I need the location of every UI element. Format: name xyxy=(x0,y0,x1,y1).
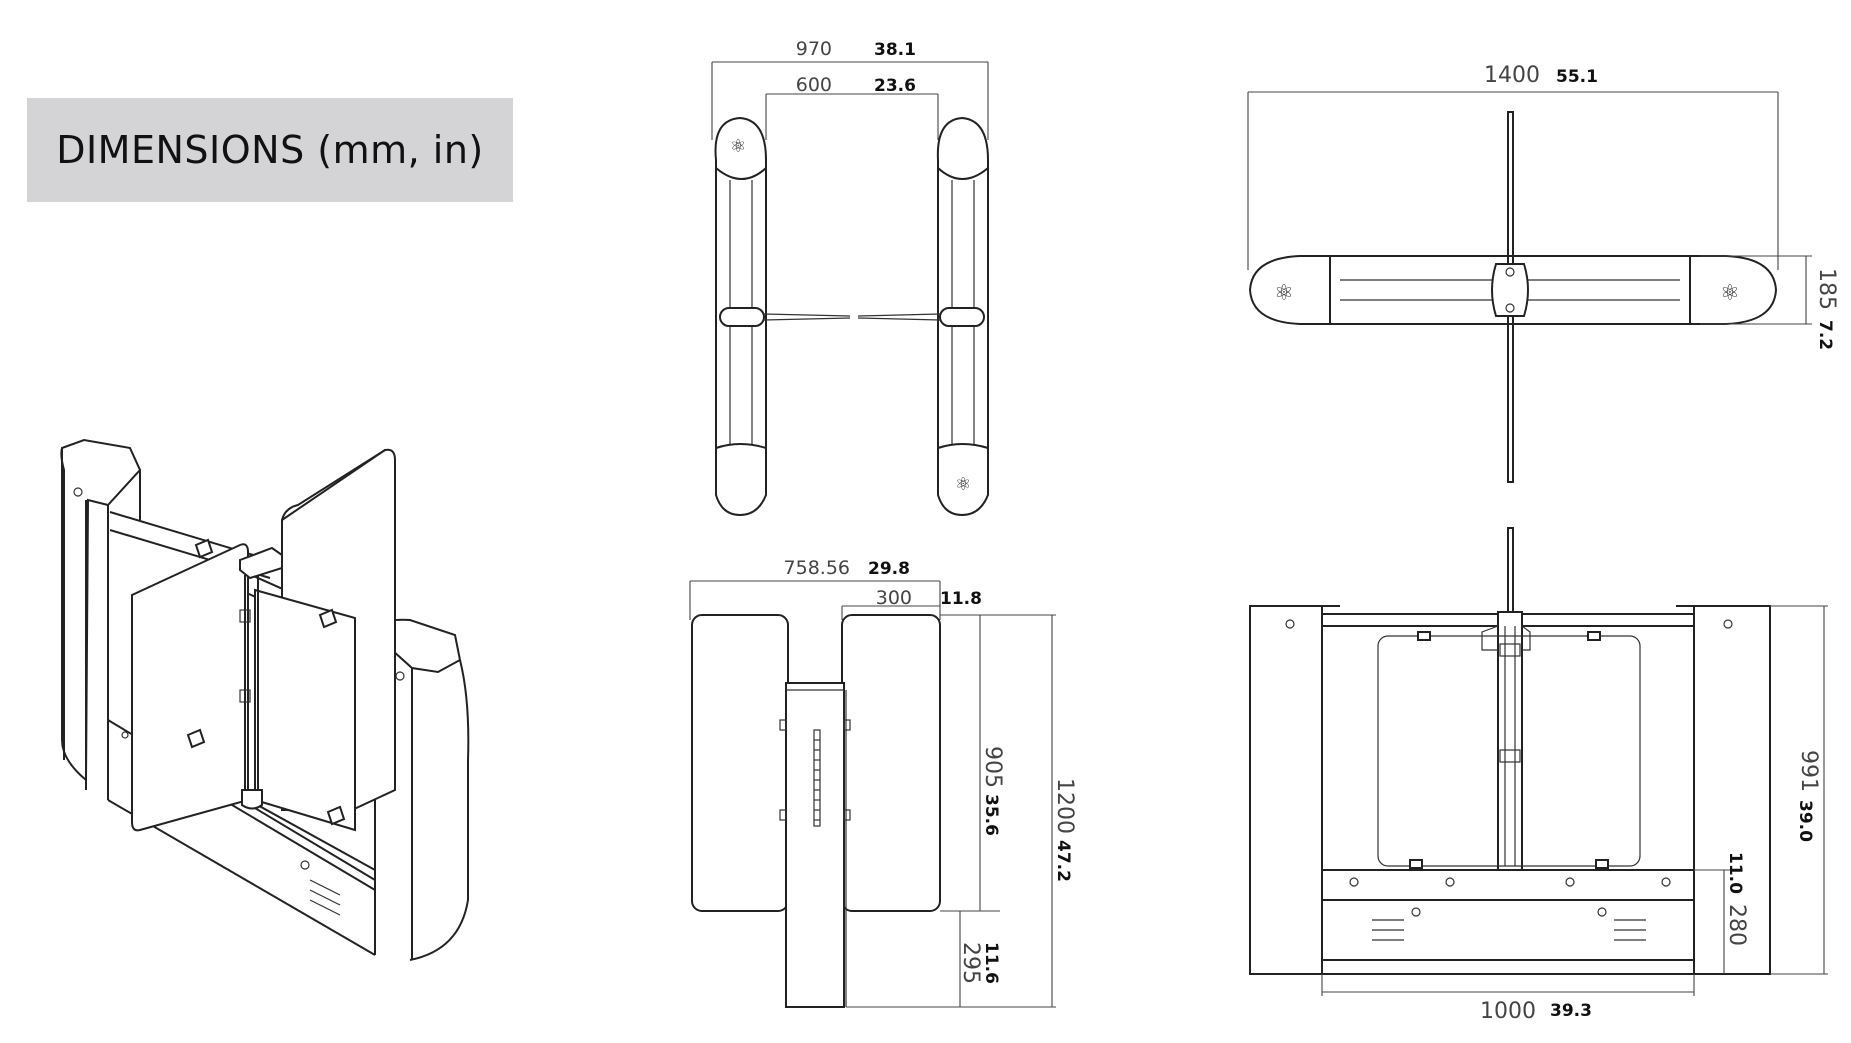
dim-991-mm: 991 xyxy=(1796,750,1821,792)
dim-300-mm: 300 xyxy=(876,587,912,609)
dim-1400-mm: 1400 xyxy=(1484,63,1540,88)
dim-758-56-mm: 758.56 xyxy=(784,557,850,579)
side-view: 758.56 29.8 300 11.8 905 35.6 1200 xyxy=(689,557,1077,1008)
dim-185-mm: 185 xyxy=(1814,268,1839,310)
rfid-reader-icon: ⚛ xyxy=(955,474,971,495)
dim-38-1-in: 38.1 xyxy=(874,40,916,60)
rfid-reader-icon: ⚛ xyxy=(730,136,746,157)
dim-11-0-in: 11.0 xyxy=(1725,852,1745,894)
dim-280-mm: 280 xyxy=(1724,904,1749,946)
dim-11-8-in: 11.8 xyxy=(940,589,982,609)
dim-35-6-in: 35.6 xyxy=(981,794,1001,836)
dim-23-6-in: 23.6 xyxy=(874,76,916,96)
dim-295-mm: 295 xyxy=(958,942,983,984)
dim-1200-mm: 1200 xyxy=(1052,778,1077,834)
dim-905-mm: 905 xyxy=(980,746,1005,788)
dim-47-2-in: 47.2 xyxy=(1053,840,1073,882)
rfid-reader-icon: ⚛ xyxy=(1274,281,1294,306)
page-title: DIMENSIONS (mm, in) xyxy=(56,128,484,172)
dim-1000-mm: 1000 xyxy=(1480,999,1536,1024)
isometric-view xyxy=(60,438,470,961)
dim-39-0-in: 39.0 xyxy=(1795,800,1815,842)
dim-29-8-in: 29.8 xyxy=(868,559,910,579)
dim-39-3-in: 39.3 xyxy=(1550,1001,1592,1021)
dim-11-6-in: 11.6 xyxy=(981,942,1001,984)
top-view-right: 1400 55.1 ⚛ ⚛ 185 7.2 xyxy=(1247,63,1839,483)
front-view: 991 39.0 11.0 280 1000 39.3 xyxy=(1249,527,1828,1024)
dim-7-2-in: 7.2 xyxy=(1815,320,1835,350)
title-box: DIMENSIONS (mm, in) xyxy=(27,98,513,202)
dim-600-mm: 600 xyxy=(796,74,832,96)
rfid-reader-icon: ⚛ xyxy=(1720,281,1740,306)
dim-55-1-in: 55.1 xyxy=(1556,67,1598,87)
dim-970-mm: 970 xyxy=(796,38,832,60)
top-view: 970 38.1 600 23.6 ⚛ ⚛ xyxy=(711,38,989,517)
